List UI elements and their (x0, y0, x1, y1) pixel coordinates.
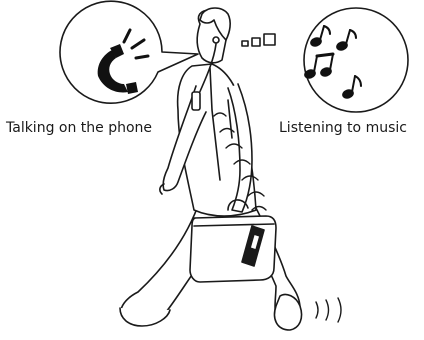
caption-listening-to-music: Listening to music (279, 120, 407, 136)
earpiece (213, 37, 219, 43)
footstep-sound-icon (316, 298, 341, 322)
thought-dot-medium (252, 38, 260, 46)
neck-recorder-icon (192, 92, 200, 110)
music-thought-bubble (242, 8, 408, 112)
thought-dot-small (242, 41, 248, 46)
caption-talking-on-phone: Talking on the phone (6, 120, 152, 136)
thought-dot-large (264, 34, 275, 45)
